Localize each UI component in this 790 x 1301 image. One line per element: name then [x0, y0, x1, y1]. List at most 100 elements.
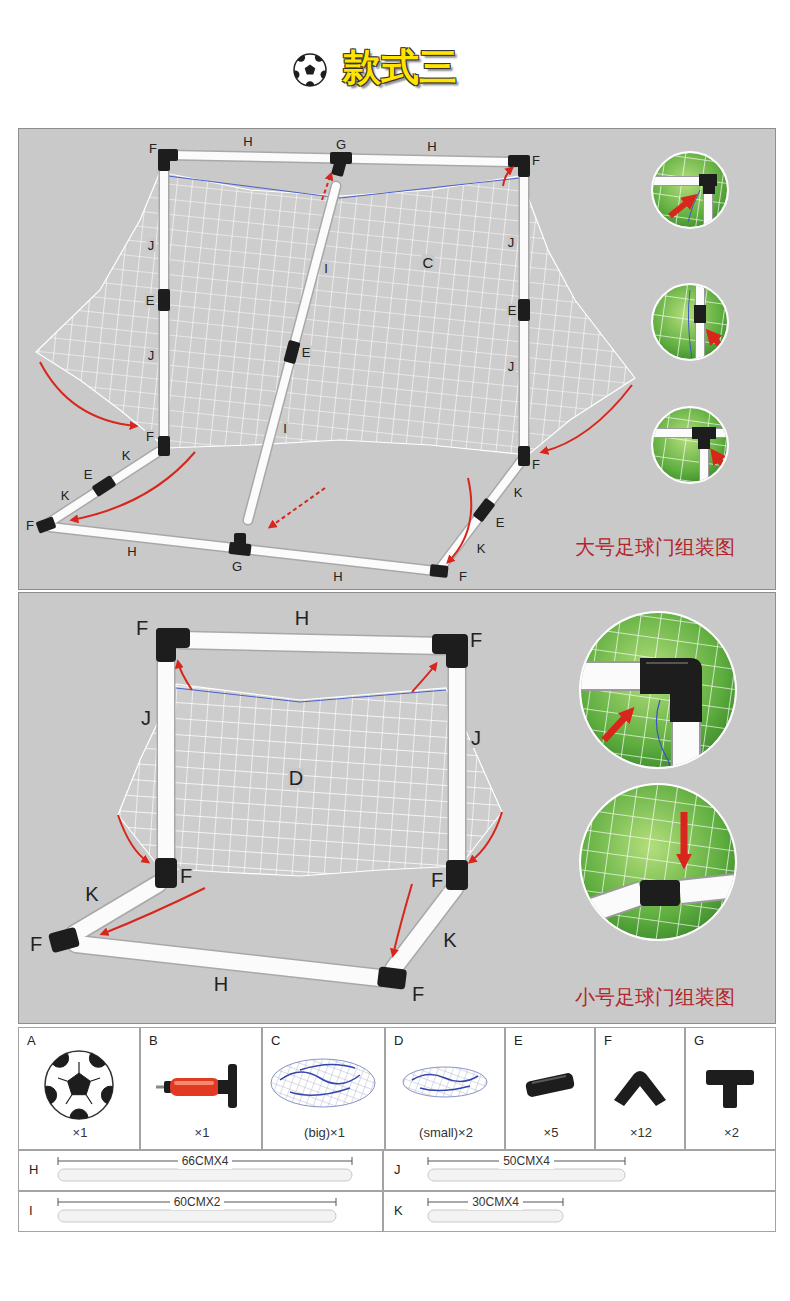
- label-anchor: J: [147, 349, 156, 362]
- assembly-arrows: [542, 385, 632, 452]
- title-anchor: 款式三: [343, 47, 457, 89]
- label-anchor: J: [140, 708, 152, 728]
- label-anchor: F: [29, 934, 43, 954]
- label-anchor: E: [495, 516, 506, 529]
- dimension-lines: [428, 1169, 625, 1181]
- part-letter: J: [394, 1163, 401, 1178]
- part-label: F: [531, 154, 541, 167]
- small-goal-net: [118, 684, 502, 876]
- tube-cell: J50CMX4: [383, 1150, 776, 1191]
- part-label: K: [476, 542, 487, 555]
- detail-inset: [604, 714, 628, 740]
- large-goal-fittings: [518, 299, 530, 321]
- panel-ground: [18, 128, 776, 1024]
- label-anchor: E: [301, 346, 312, 359]
- tube-cell: I 60CMX2: [18, 1191, 383, 1232]
- part-pictures: [271, 1059, 375, 1107]
- small-goal-frame: [74, 640, 457, 978]
- detail-inset: [650, 433, 730, 485]
- part-letter: B: [149, 1034, 158, 1049]
- label-anchor: F: [179, 866, 193, 886]
- small-goal-fittings: [446, 860, 468, 890]
- cell-part: H: [19, 1151, 58, 1190]
- label-anchor: F: [148, 142, 158, 155]
- part-label: F: [135, 618, 149, 638]
- large-goal-frame: [50, 155, 524, 571]
- tube-cell: H66CMX4: [18, 1150, 383, 1191]
- part-pictures: [525, 1072, 575, 1098]
- label-anchor: E: [83, 468, 94, 481]
- part-label: F: [430, 870, 444, 890]
- detail-inset: [688, 190, 700, 222]
- label-anchor: E: [145, 294, 156, 307]
- detail-inset: [650, 405, 730, 485]
- detail-inset: [575, 610, 745, 942]
- part-letter: I: [29, 1204, 33, 1219]
- part-letter: H: [29, 1163, 38, 1178]
- label-anchor: K: [84, 884, 99, 904]
- title-ball-icon: [291, 53, 329, 89]
- cell-part: J: [384, 1151, 428, 1190]
- dimension-text: 60CMX2: [170, 1196, 225, 1210]
- part-label: E: [301, 346, 312, 359]
- assembly-arrows: [40, 168, 632, 562]
- small-goal-fittings: [156, 628, 176, 662]
- part-letter: C: [271, 1034, 280, 1049]
- label-anchor: H: [332, 570, 343, 583]
- large-goal-net: [36, 172, 635, 455]
- part-pictures: [58, 1062, 100, 1104]
- large-goal-fittings: [35, 516, 56, 533]
- detail-inset: [646, 662, 688, 664]
- large-goal-fittings: [158, 149, 170, 171]
- label-anchor: K: [476, 542, 487, 555]
- large-goal-fittings: [234, 533, 246, 547]
- label-anchor: K: [442, 930, 457, 950]
- assembly-arrows: [102, 888, 205, 934]
- part-cell: C (big)×1: [262, 1027, 385, 1150]
- part-pictures: [218, 1080, 228, 1094]
- panel-caption: 大号足球门组装图: [575, 536, 735, 559]
- part-pictures: [614, 1071, 666, 1106]
- label-anchor: F: [531, 458, 541, 471]
- large-goal-fittings: [35, 149, 530, 578]
- part-label: K: [513, 486, 524, 499]
- title-ball-icon: [306, 81, 314, 89]
- large-goal-frame: [50, 155, 524, 571]
- part-count: ×2: [724, 1126, 739, 1141]
- label-anchor: K: [121, 449, 132, 462]
- dimension-lines: [58, 1210, 336, 1222]
- detail-inset: [580, 612, 736, 768]
- part-pictures: [170, 1078, 220, 1096]
- detail-inset: [652, 407, 728, 483]
- label-anchor: J: [147, 239, 156, 252]
- assembly-arrows: [178, 662, 192, 690]
- title-ball-icon: [297, 53, 305, 61]
- small-goal-fittings: [446, 634, 468, 668]
- large-goal-fittings: [283, 340, 300, 364]
- part-label: H: [126, 545, 137, 558]
- part-label: C: [422, 255, 435, 270]
- part-label: I: [323, 262, 329, 275]
- part-cell: B×1: [140, 1027, 262, 1150]
- detail-inset: [698, 437, 710, 449]
- part-label: E: [145, 294, 156, 307]
- large-goal-fittings: [473, 498, 496, 523]
- assembly-arrows: [270, 488, 325, 527]
- large-goal-fittings: [331, 158, 347, 177]
- part-pictures: [68, 1073, 91, 1095]
- detail-inset: [670, 200, 690, 216]
- assembly-arrows: [118, 815, 148, 862]
- part-pictures: [39, 1086, 57, 1104]
- part-letter: A: [27, 1034, 36, 1049]
- panel-ground: [18, 128, 776, 590]
- large-goal-fittings: [518, 446, 530, 466]
- title-ball-icon: [294, 54, 326, 86]
- part-label: F: [179, 866, 193, 886]
- part-count: (big)×1: [304, 1126, 345, 1141]
- part-letter: F: [604, 1034, 612, 1049]
- part-label: H: [294, 608, 310, 628]
- part-label: F: [25, 519, 35, 532]
- part-count: (small)×2: [419, 1126, 473, 1141]
- label-anchor: G: [335, 138, 347, 151]
